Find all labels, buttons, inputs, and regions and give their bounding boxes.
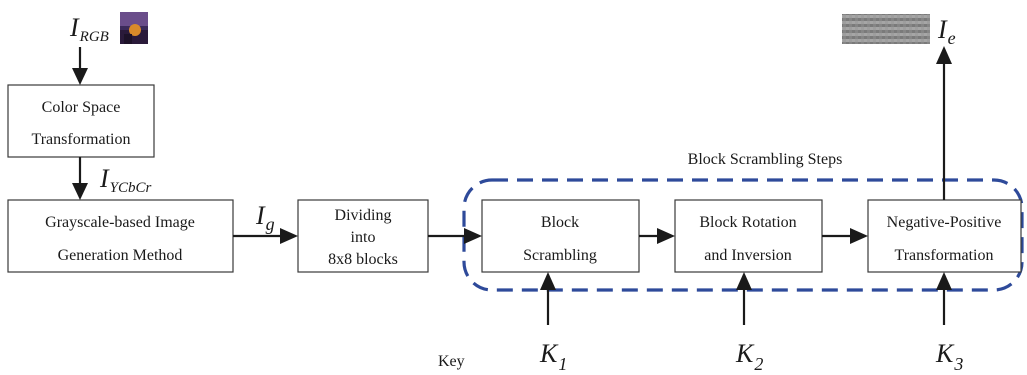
color-space-box: Color Space Transformation (7, 84, 155, 158)
neg-pos-line2: Transformation (895, 247, 994, 264)
arrow-k1 (540, 272, 556, 325)
label-k3: K3 (935, 339, 963, 374)
dividing-line1: Dividing (335, 207, 392, 224)
block-scrambling-line1: Block (541, 214, 579, 231)
arrow-scrambling-to-rotation (639, 228, 675, 244)
arrow-rgb-to-colorspace (72, 47, 88, 85)
neg-pos-line1: Negative-Positive (887, 214, 1002, 231)
arrow-rotation-to-negpos (822, 228, 868, 244)
dividing-line3: 8x8 blocks (328, 251, 398, 268)
block-scrambling-line2: Scrambling (523, 247, 597, 264)
key-label: Key (438, 353, 465, 370)
arrow-colorspace-to-grayscale (72, 157, 88, 200)
arrow-dividing-to-scrambling (428, 228, 482, 244)
block-scrambling-region (462, 178, 1024, 292)
region-title: Block Scrambling Steps (688, 151, 843, 168)
block-rotation-box: Block Rotation and Inversion (674, 199, 823, 273)
label-i-ycbcr: IYCbCr (99, 164, 152, 196)
block-scrambling-box: Block Scrambling (481, 199, 640, 273)
block-rotation-line2: and Inversion (704, 247, 792, 264)
color-space-line1: Color Space (42, 99, 121, 116)
encrypted-image-thumbnail (842, 14, 930, 44)
label-k1: K1 (539, 339, 567, 374)
input-image-thumbnail (120, 12, 148, 44)
arrow-negpos-to-output (936, 46, 952, 200)
grayscale-box: Grayscale-based Image Generation Method (7, 199, 234, 273)
arrow-k2 (736, 272, 752, 325)
dividing-box: Dividing into 8x8 blocks (297, 199, 429, 273)
label-k2: K2 (735, 339, 763, 374)
arrow-grayscale-to-dividing (233, 228, 298, 244)
neg-pos-box: Negative-Positive Transformation (867, 199, 1022, 273)
color-space-line2: Transformation (32, 131, 131, 148)
grayscale-line2: Generation Method (58, 247, 183, 264)
label-i-rgb: IRGB (69, 13, 109, 45)
label-i-e: Ie (937, 15, 956, 48)
label-i-g: Ig (255, 201, 275, 234)
grayscale-line1: Grayscale-based Image (45, 214, 195, 231)
dividing-line2: into (351, 229, 376, 246)
block-rotation-line1: Block Rotation (699, 214, 796, 231)
arrow-k3 (936, 272, 952, 325)
